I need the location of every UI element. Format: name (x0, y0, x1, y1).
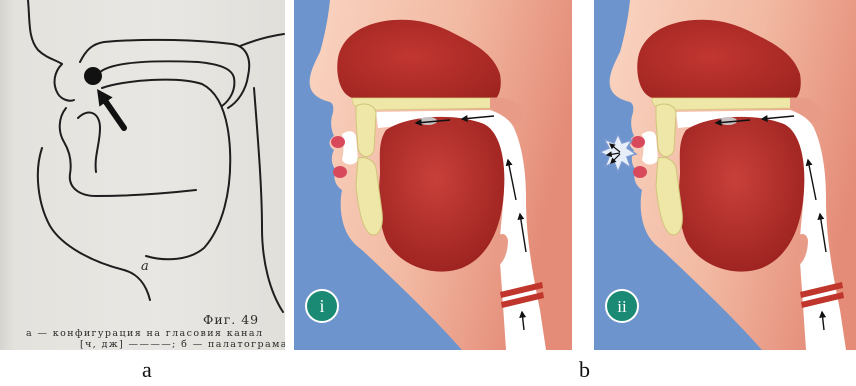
panel-a-scanned-figure: а Фиг. 49 а — конфигурация на гласовия к… (0, 0, 285, 350)
chin-outer-line (38, 148, 150, 300)
tongue-contour-line (102, 80, 230, 260)
nasopharynx-line (240, 34, 284, 46)
caption-line-1: а — конфигурация на гласовия канал (26, 328, 263, 339)
caption-line-2: [ч, дж] ————; б — палатограма (80, 339, 285, 350)
contact-point-dot (84, 67, 102, 85)
drawing-letter: а (141, 259, 149, 274)
panel-b-ii: ii (594, 0, 856, 350)
lower-lip-line (60, 108, 196, 196)
lower-jaw-inner-line (78, 113, 100, 172)
subfigure-label-b: b (579, 358, 590, 382)
badge-label-ii: ii (617, 297, 627, 316)
badge-label-i: i (319, 296, 324, 316)
pharynx-wall-line (254, 88, 283, 312)
vocal-tract-illustration-i: i (294, 0, 572, 350)
upper-lip-line (55, 64, 74, 101)
panel-b-i: i (294, 0, 572, 350)
pointer-arrow-shaft (106, 102, 124, 128)
vocal-tract-line-drawing (0, 0, 285, 350)
subfigure-label-a: a (142, 358, 152, 382)
vocal-tract-illustration-ii: ii (594, 0, 856, 350)
figure-number: Фиг. 49 (203, 312, 259, 327)
face-profile-line (28, 0, 62, 64)
